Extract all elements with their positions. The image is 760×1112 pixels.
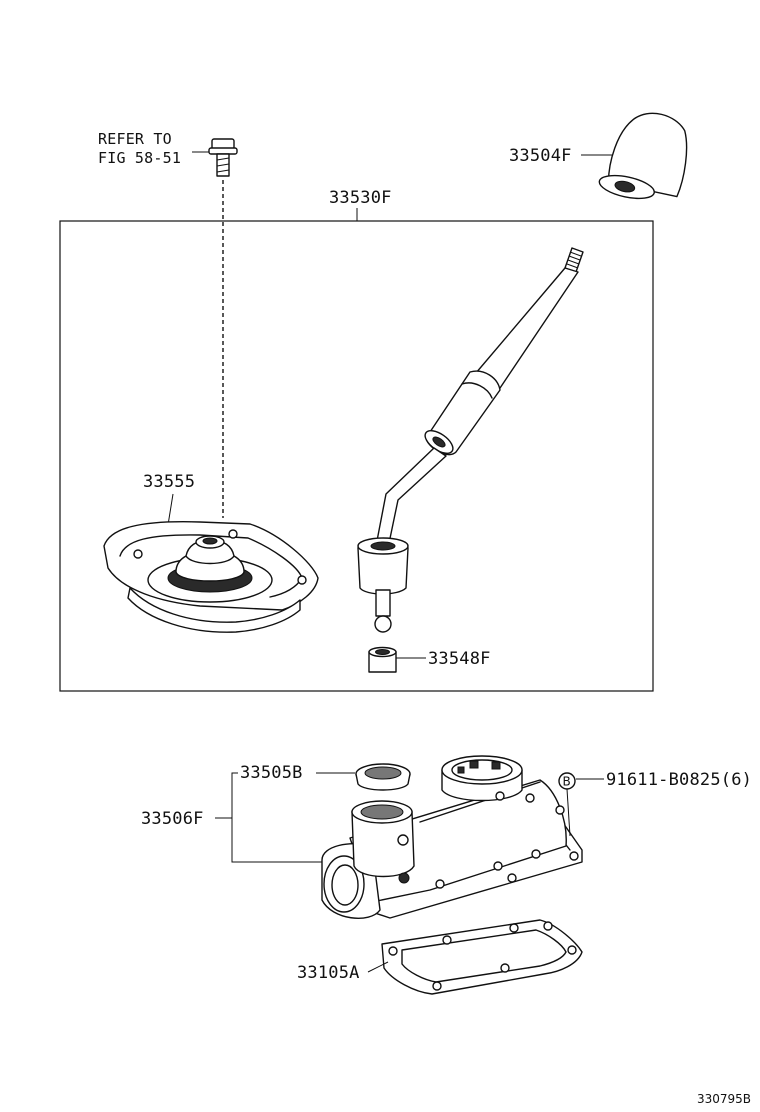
fig-reference-text: FIG 58-51 (98, 149, 181, 167)
label-91611-B0825: 91611-B0825(6) (606, 770, 752, 790)
assembly-frame (59, 220, 654, 692)
shift-knob: 33504F (509, 112, 688, 200)
label-33504F: 33504F (509, 146, 572, 166)
lever-bushing: 33548F (368, 646, 491, 673)
label-33506F: 33506F (141, 809, 204, 829)
shift-lever (357, 247, 584, 633)
gasket: 33105A (297, 919, 583, 995)
reference-bolt: REFER TO FIG 58-51 (98, 130, 238, 518)
label-33505B: 33505B (240, 763, 303, 783)
label-33530F: 33530F (329, 188, 392, 208)
refer-to-text: REFER TO (98, 130, 172, 148)
label-33555: 33555 (143, 472, 195, 492)
label-33105A: 33105A (297, 963, 360, 983)
bolt-reference: B 91611-B0825(6) (558, 770, 752, 837)
seal-ring (355, 763, 411, 791)
label-33548F: 33548F (428, 649, 491, 669)
bolt-marker-letter: B (563, 775, 571, 789)
shift-boot-retainer: 33555 (103, 472, 319, 633)
figure-id: 330795B (697, 1092, 751, 1106)
lever-retainer-housing (321, 755, 583, 919)
